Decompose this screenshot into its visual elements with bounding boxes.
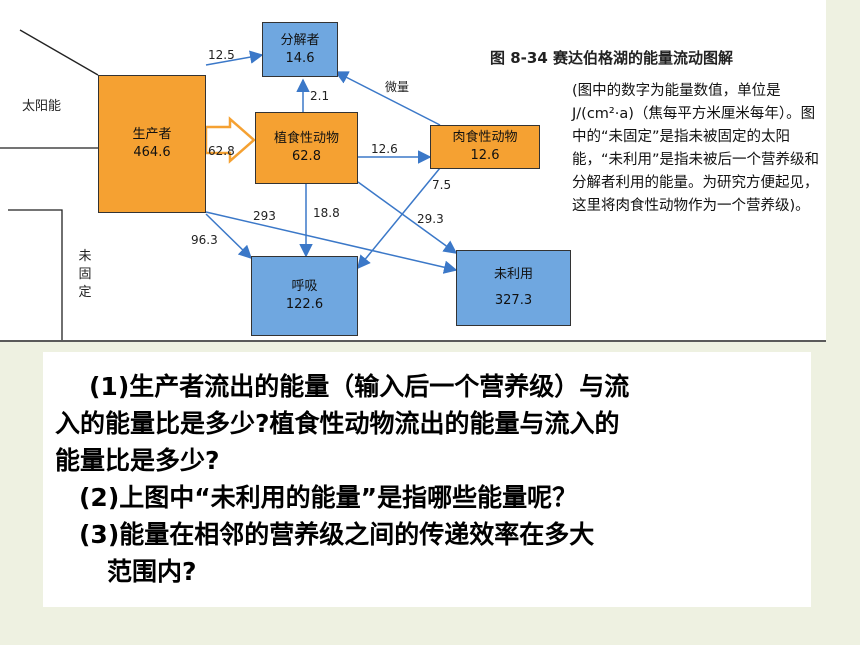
diagram-panel: 生产者 464.6 分解者 14.6 植食性动物 62.8 肉食性动物 12.6…	[0, 0, 826, 342]
arrow-carnivore-respiration	[357, 167, 441, 270]
flow-arrows	[0, 29, 458, 340]
arrow-producer-decomposer	[205, 50, 264, 66]
flow-label-producer-respiration: 96.3	[191, 233, 218, 247]
node-producer-name: 生产者	[132, 127, 172, 143]
arrow-carnivore-decomposer	[334, 71, 441, 126]
flow-arrow-producer-herbivore	[204, 116, 256, 164]
node-unused-value: 327.3	[494, 293, 533, 308]
flow-label-carnivore-respiration: 7.5	[432, 178, 452, 192]
figure-caption-body: (图中的数字为能量数值，单位是 J/(cm²·a)（焦每平方米厘米每年）。图中的…	[572, 83, 820, 214]
question-1-line-3: 能量比是多少?	[55, 446, 220, 475]
node-producer-value: 464.6	[133, 145, 171, 160]
node-unused: 未利用 327.3	[456, 250, 571, 326]
node-carnivore: 肉食性动物 12.6	[430, 125, 540, 169]
flow-label-producer-herbivore: 62.8	[208, 144, 235, 158]
node-herbivore: 植食性动物 62.8	[255, 112, 358, 184]
node-respiration-value: 122.6	[285, 297, 324, 312]
question-card: (1)生产者流出的能量（输入后一个营养级）与流 入的能量比是多少?植食性动物流出…	[43, 352, 811, 607]
flow-label-producer-unused: 293	[253, 209, 276, 223]
unfixed-label: 未固定	[78, 249, 92, 300]
arrow-producer-respiration	[205, 213, 253, 260]
node-carnivore-name: 肉食性动物	[452, 130, 518, 146]
question-3-line-1: (3)能量在相邻的营养级之间的传递效率在多大	[79, 520, 595, 549]
flow-label-producer-decomposer: 12.5	[208, 48, 235, 62]
flow-label-herbivore-carnivore: 12.6	[371, 142, 398, 156]
flow-label-carnivore-decomposer: 微量	[385, 80, 410, 94]
sun-line-top	[19, 29, 99, 76]
node-decomposer-value: 14.6	[285, 50, 315, 66]
node-carnivore-value: 12.6	[470, 148, 500, 163]
question-2: (2)上图中“未利用的能量”是指哪些能量呢？	[79, 483, 578, 512]
unfixed-line	[8, 209, 63, 340]
node-decomposer: 分解者 14.6	[262, 22, 338, 77]
node-unused-name: 未利用	[493, 267, 533, 283]
node-herbivore-value: 62.8	[292, 149, 321, 164]
question-1-line-1: (1)生产者流出的能量（输入后一个营养级）与流	[89, 372, 630, 401]
node-respiration: 呼吸 122.6	[251, 256, 358, 336]
flow-label-herbivore-respiration: 18.8	[313, 206, 340, 220]
node-respiration-name: 呼吸	[291, 279, 318, 295]
arrow-herbivore-unused	[357, 181, 458, 254]
arrow-producer-unused	[205, 211, 458, 274]
question-1-line-2: 入的能量比是多少?植食性动物流出的能量与流入的	[55, 409, 620, 438]
figure-caption-title: 图 8-34 赛达伯格湖的能量流动图解	[490, 49, 733, 67]
node-herbivore-name: 植食性动物	[273, 131, 339, 147]
node-producer: 生产者 464.6	[98, 75, 206, 213]
sun-label: 太阳能	[22, 99, 62, 114]
flow-label-herbivore-unused: 29.3	[417, 212, 444, 226]
flow-label-herbivore-decomposer: 2.1	[310, 89, 330, 103]
question-3-line-2: 范围内?	[107, 557, 197, 586]
node-decomposer-name: 分解者	[280, 32, 320, 48]
